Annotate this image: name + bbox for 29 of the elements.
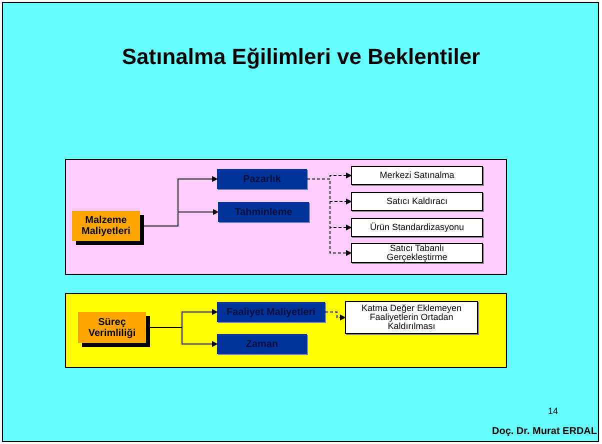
node-label: Merkezi Satınalma (380, 171, 454, 180)
group-panel (65, 159, 507, 275)
node-label: Pazarlık (243, 172, 281, 186)
group-panel (65, 293, 507, 368)
author-name: Doç. Dr. Murat ERDAL (492, 425, 597, 439)
process-box (217, 334, 307, 354)
node-label: Zaman (246, 338, 278, 352)
node-label: Satıcı Kaldıracı (386, 197, 448, 206)
node-label: Malzeme Maliyetleri (80, 215, 132, 237)
process-box (217, 302, 325, 322)
node-label: Satıcı Tabanlı Gerçekleştirme (386, 244, 448, 262)
node-label: Ürün Standardizasyonu (370, 223, 464, 232)
category-box (72, 211, 140, 241)
outcome-box (351, 218, 483, 237)
connector-arrow (306, 178, 352, 256)
title: Satınalma Eğilimleri ve Beklentiler (120, 43, 482, 71)
node-label: Katma Değer Eklemeyen Faaliyetlerin Ortadan Kaldırılması (360, 304, 463, 331)
outcome-box (345, 301, 478, 334)
process-box (217, 169, 307, 189)
process-box (218, 202, 309, 222)
node-label: Süreç Verimliliği (87, 316, 137, 338)
node-label: Tahminleme (234, 206, 292, 220)
outcome-box (351, 192, 483, 211)
category-box (78, 312, 146, 343)
node-label: Faaliyet Maliyetleri (226, 306, 316, 320)
page-number: 14 (548, 405, 558, 418)
connector-arrow (324, 312, 346, 320)
outcome-box (351, 243, 483, 263)
outcome-box (351, 166, 483, 185)
